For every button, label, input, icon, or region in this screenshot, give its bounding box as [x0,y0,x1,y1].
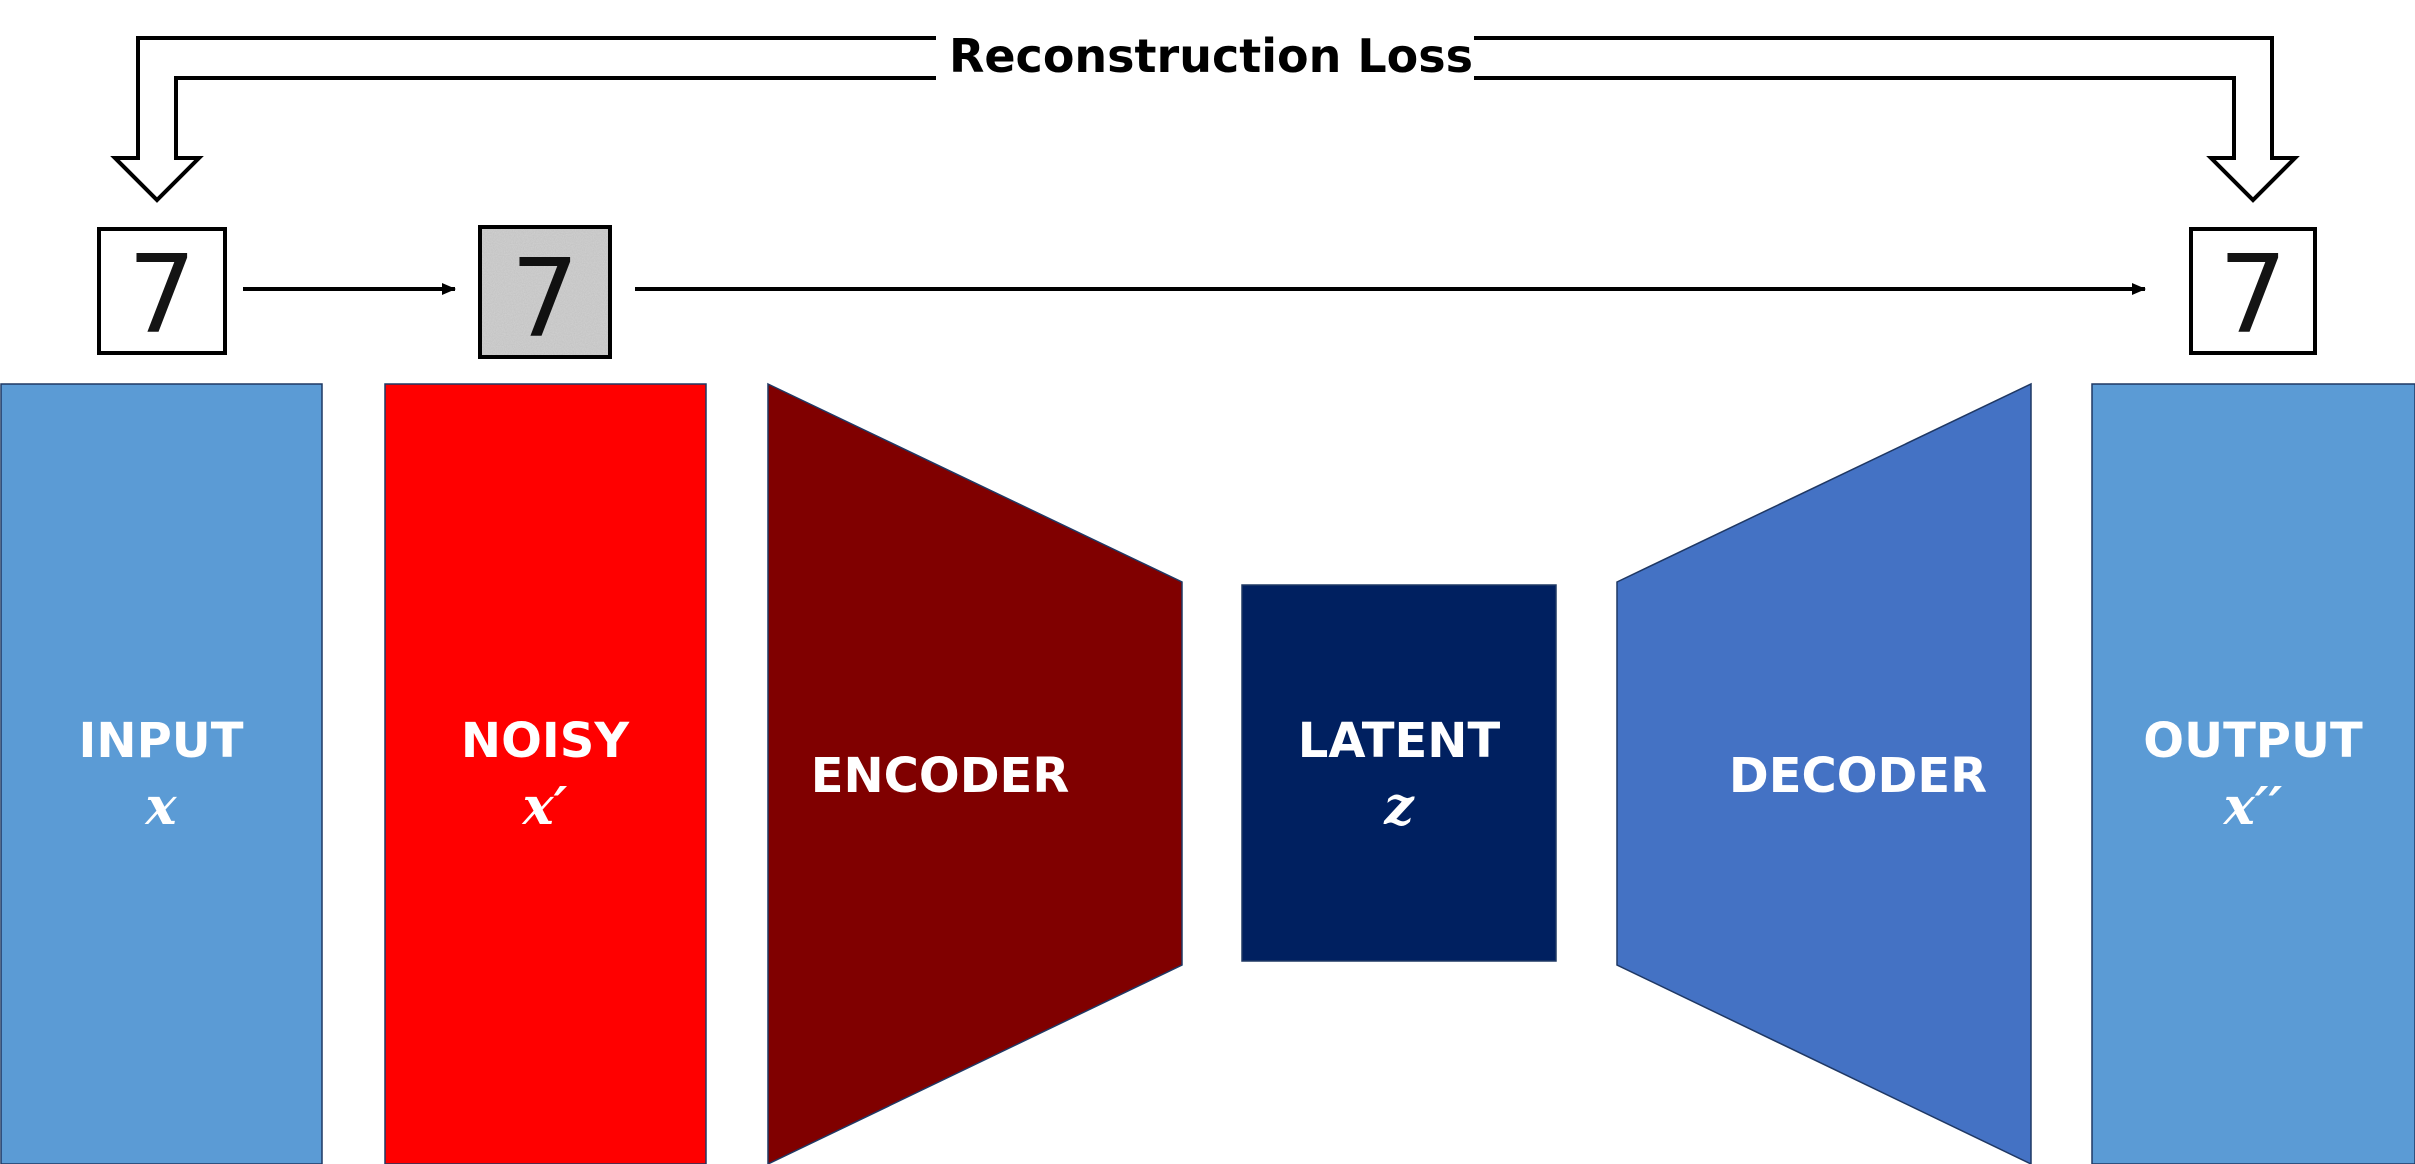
decoder-block [1616,382,2032,1164]
noisy-digit: 7 [511,237,580,362]
output-variable: x′′ [2223,776,2283,837]
reconstruction-loss-arrow [110,36,940,203]
decoder-label: DECODER [1729,748,1987,804]
noisy-label: NOISY [461,713,630,769]
noisy-variable: x′ [522,776,568,837]
input-block [0,383,323,1164]
input-variable: x [144,776,177,837]
latent-block [1241,584,1557,962]
latent-label: LATENT [1298,713,1501,769]
input-digit-image [97,227,227,355]
encoder-block [767,382,1183,1164]
encoder-label: ENCODER [811,748,1070,804]
output-block [2091,383,2415,1164]
noisy-block [384,383,707,1164]
input-label: INPUT [79,713,244,769]
output-digit: 7 [2219,233,2288,358]
reconstruction-loss-arrow-right [1470,36,2300,203]
output-label: OUTPUT [2143,713,2363,769]
output-digit-image [2189,227,2317,355]
reconstruction-loss-label: Reconstruction Loss [949,29,1473,83]
input-digit: 7 [128,233,197,358]
latent-variable: z [1383,776,1415,837]
